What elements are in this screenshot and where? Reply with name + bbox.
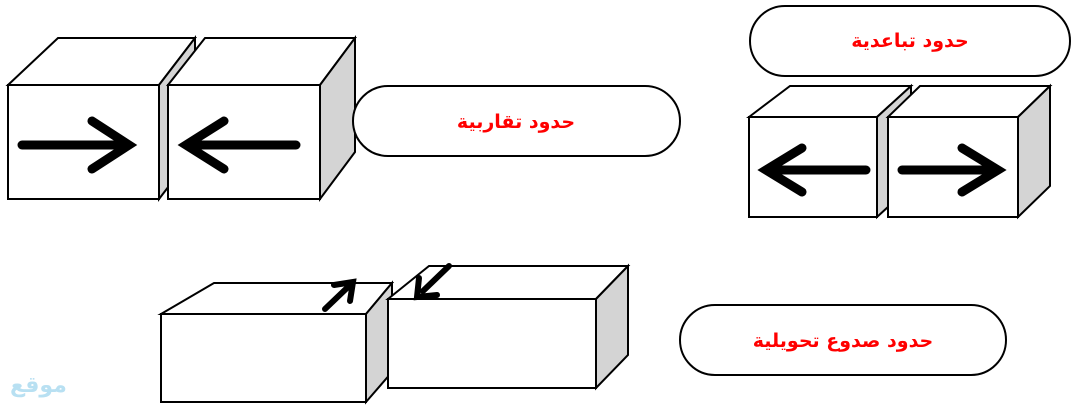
left-pointing-arrow-icon [177,116,301,174]
convergent-left-block [5,35,198,202]
divergent-label-bubble: حدود تباعدية [749,5,1071,77]
divergent-label: حدود تباعدية [851,30,968,52]
divergent-boundary-group: حدود تباعدية [746,5,1071,220]
convergent-boundary-group: حدود تقاربية [5,34,681,203]
right-pointing-arrow-icon [17,116,138,174]
convergent-label-bubble: حدود تقاربية [352,85,681,157]
divergent-left-block [746,83,914,220]
transform-left-block [157,280,395,405]
down-left-arrow-icon [413,263,452,301]
convergent-right-block [165,34,357,203]
up-right-arrow-icon [322,278,357,312]
site-watermark: موقع [10,373,67,398]
right-pointing-arrow-icon [897,143,1007,197]
transform-right-block [385,263,631,391]
left-pointing-arrow-icon [757,143,871,197]
convergent-label: حدود تقاربية [457,111,575,133]
transform-label-bubble: حدود صدوع تحويلية [679,304,1007,376]
transform-boundary-group: حدود صدوع تحويلية [157,263,1007,405]
transform-label: حدود صدوع تحويلية [753,330,934,352]
